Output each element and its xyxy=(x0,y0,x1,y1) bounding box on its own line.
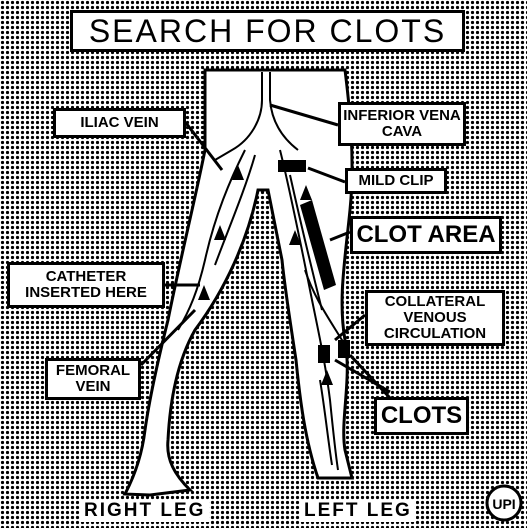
label-femoral-vein: FEMORAL VEIN xyxy=(45,358,141,400)
label-mild-clip: MILD CLIP xyxy=(345,168,447,194)
label-clot-area: CLOT AREA xyxy=(350,216,502,254)
diagram-title: SEARCH FOR CLOTS xyxy=(70,10,465,52)
clip-mark xyxy=(278,160,306,172)
clot-mark-2 xyxy=(338,340,350,358)
upi-logo-text: UPI xyxy=(492,496,515,512)
label-iliac-vein: ILIAC VEIN xyxy=(53,108,186,138)
label-inferior-vena-cava: INFERIOR VENA CAVA xyxy=(338,102,466,146)
label-collateral-venous-circulation: COLLATERAL VENOUS CIRCULATION xyxy=(365,290,505,346)
label-clots: CLOTS xyxy=(374,397,469,435)
label-catheter-inserted-here: CATHETER INSERTED HERE xyxy=(7,262,165,308)
clot-mark-1 xyxy=(318,345,330,363)
right-leg-label: RIGHT LEG xyxy=(80,500,209,522)
left-leg-label: LEFT LEG xyxy=(300,500,416,522)
